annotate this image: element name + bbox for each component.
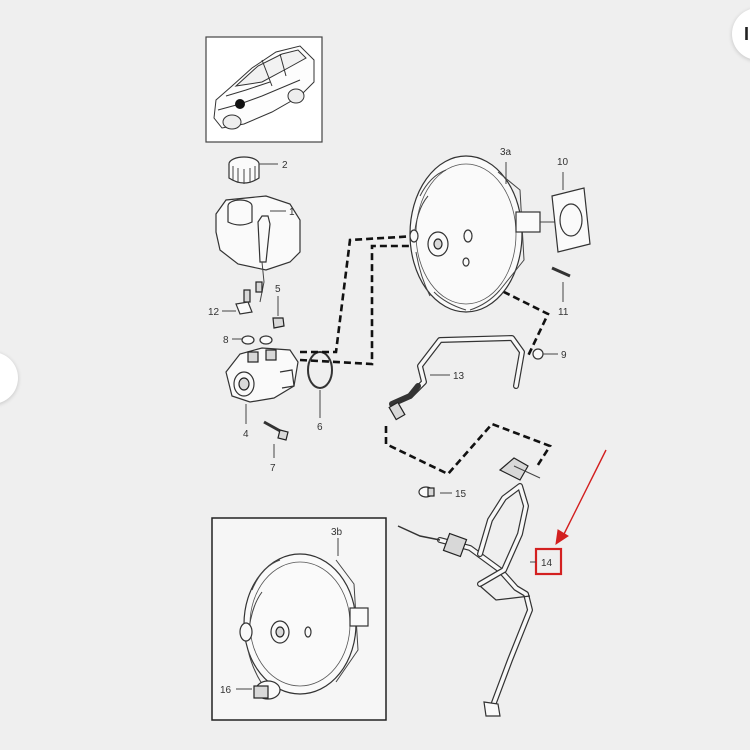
- clip-part-12: [222, 301, 253, 315]
- label-6: 6: [317, 422, 323, 433]
- label-3a: 3a: [500, 147, 512, 158]
- next-image-button[interactable]: I: [732, 8, 750, 60]
- label-12: 12: [208, 307, 220, 318]
- stud-part-11: [551, 266, 571, 302]
- label-8: 8: [223, 335, 229, 346]
- bolt-part-7: [263, 420, 289, 458]
- o-ring-seal: [307, 351, 333, 418]
- chevron-right-icon: I: [744, 24, 750, 44]
- booster-gasket: [551, 172, 591, 253]
- label-10: 10: [557, 157, 569, 168]
- previous-image-button[interactable]: [0, 352, 18, 404]
- label-5: 5: [275, 284, 281, 295]
- assembly-guide-lines: [299, 234, 552, 476]
- label-14: 14: [541, 558, 553, 569]
- inset-booster-variant: [211, 517, 387, 721]
- location-marker: [235, 99, 245, 109]
- brake-fluid-reservoir: [215, 195, 301, 303]
- seal-part-8: [232, 335, 273, 345]
- label-2: 2: [282, 160, 288, 171]
- vacuum-hose-upper: [388, 335, 525, 421]
- highlight-callout: [530, 449, 607, 576]
- vacuum-hose-assembly: [397, 457, 541, 717]
- label-13: 13: [453, 371, 465, 382]
- master-cylinder: [225, 347, 299, 424]
- label-3b: 3b: [331, 527, 343, 538]
- label-16: 16: [220, 685, 232, 696]
- check-valve: [532, 348, 558, 360]
- label-1: 1: [289, 207, 295, 218]
- label-9: 9: [561, 350, 567, 361]
- reservoir-cap: [228, 156, 278, 184]
- label-7: 7: [270, 463, 276, 474]
- label-11: 11: [558, 307, 569, 318]
- hose-clamp: [418, 486, 452, 498]
- vehicle-thumbnail: [205, 36, 323, 143]
- part-labels: 2 1 12 5 8 4 6 7 3a 10 11 9 13 15 14 3b …: [208, 147, 569, 696]
- label-4: 4: [243, 429, 249, 440]
- bolt-part-5: [272, 296, 285, 329]
- label-15: 15: [455, 489, 467, 500]
- brake-booster-main: [409, 155, 556, 313]
